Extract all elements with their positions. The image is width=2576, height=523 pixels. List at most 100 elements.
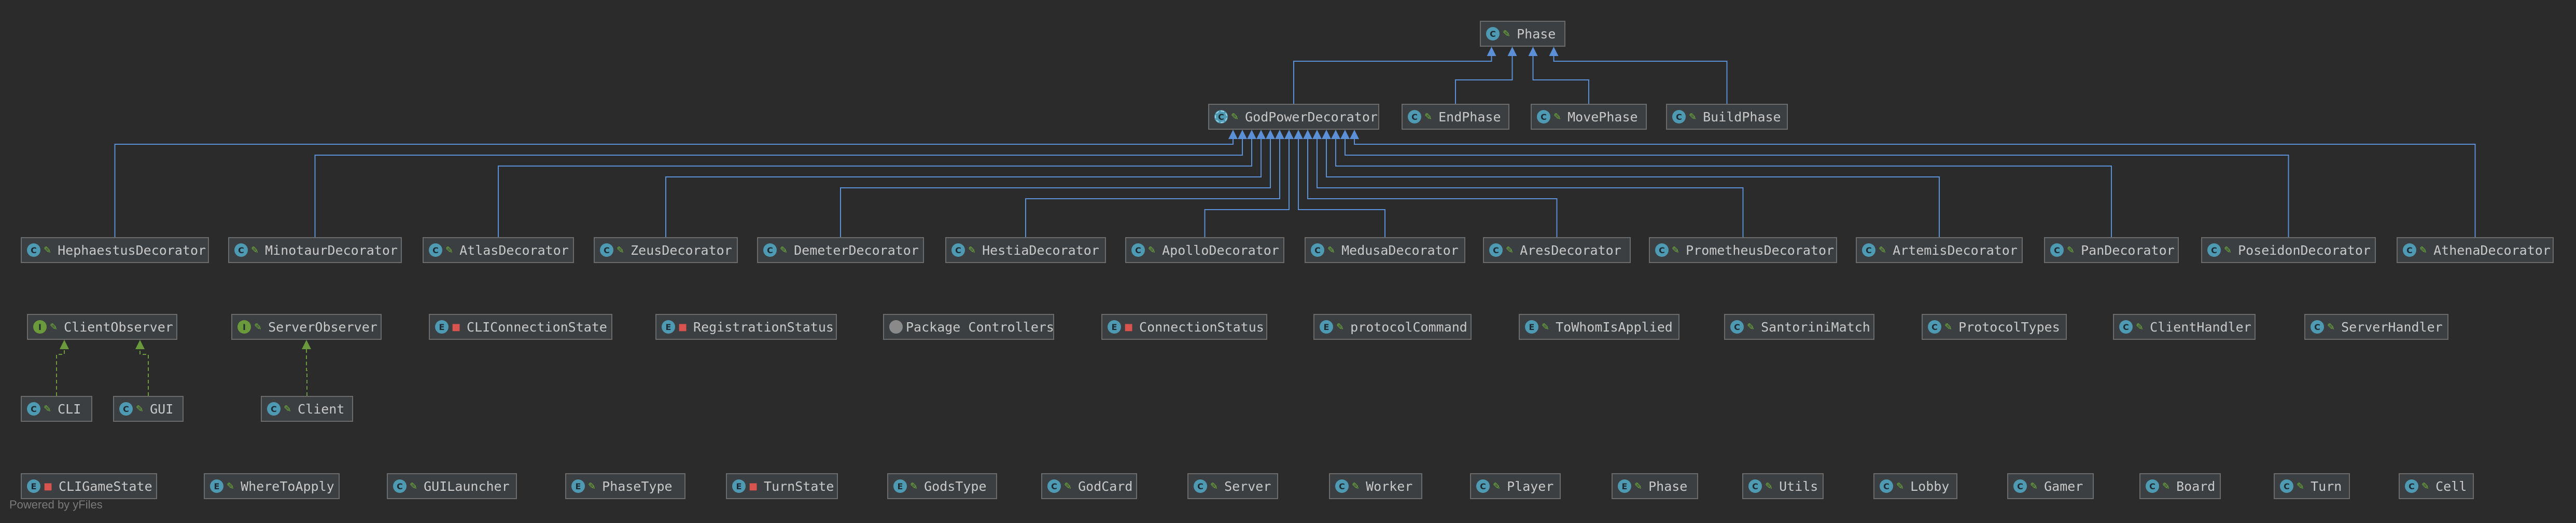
class-node-artemisdecorator[interactable]: C✎ArtemisDecorator [1856,237,2023,263]
class-node-aresdecorator[interactable]: C✎AresDecorator [1483,237,1631,263]
class-node-minotaurdecorator[interactable]: C✎MinotaurDecorator [228,237,402,263]
inheritance-arrowhead-icon [1228,130,1238,139]
footer-watermark: Powered by yFiles [9,498,103,511]
public-visibility-icon: ✎ [1689,111,1697,122]
class-node-pandecorator[interactable]: C✎PanDecorator [2044,237,2179,263]
class-node-label: protocolCommand [1350,319,1467,335]
class-node-protocoltypes[interactable]: C✎ProtocolTypes [1922,314,2067,340]
class-node-client[interactable]: C✎Client [261,396,353,422]
class-node-athenadecorator[interactable]: C✎AthenaDecorator [2397,237,2554,263]
enum-kind-icon: E [662,320,675,334]
class-node-registrationstatus[interactable]: E■RegistrationStatus [655,314,837,340]
class-node-label: EndPhase [1438,109,1501,125]
class-node-utils[interactable]: C✎Utils [1742,473,1824,499]
class-kind-icon: C [600,243,613,257]
class-kind-icon: C [951,243,965,257]
inheritance-arrowhead-icon [1266,130,1275,139]
inheritance-arrowhead-icon [1549,47,1559,56]
class-node-buildphase[interactable]: C✎BuildPhase [1666,104,1788,130]
inheritance-arrowhead-icon [1507,47,1517,56]
class-node-hephaestusdecorator[interactable]: C✎HephaestusDecorator [21,237,209,263]
class-node-godcard[interactable]: C✎GodCard [1041,473,1137,499]
public-visibility-icon: ✎ [44,244,52,256]
class-node-turnstate[interactable]: E■TurnState [726,473,838,499]
private-visibility-icon: ■ [1124,321,1133,333]
class-node-phase-top[interactable]: C✎Phase [1480,21,1565,47]
class-node-lobby[interactable]: C✎Lobby [1873,473,1957,499]
inheritance-arrowhead-icon [1238,130,1247,139]
public-visibility-icon: ✎ [50,321,58,333]
class-node-label: PanDecorator [2081,242,2175,258]
class-node-label: PoseidonDecorator [2238,242,2371,258]
enum-kind-icon: E [1525,320,1538,334]
class-node-poseidondecorator[interactable]: C✎PoseidonDecorator [2201,237,2376,263]
class-node-label: ApolloDecorator [1162,242,1279,258]
class-node-cliconnectionstate[interactable]: E■CLIConnectionState [429,314,612,340]
class-node-cell[interactable]: C✎Cell [2399,473,2474,499]
class-node-prometheusdecorator[interactable]: C✎PrometheusDecorator [1649,237,1837,263]
class-node-zeusdecorator[interactable]: C✎ZeusDecorator [594,237,738,263]
class-kind-icon: C [1311,243,1324,257]
class-node-clientobserver[interactable]: I✎ClientObserver [27,314,177,340]
class-node-label: HestiaDecorator [982,242,1099,258]
public-visibility-icon: ✎ [1352,480,1360,492]
class-node-santorinimatch[interactable]: C✎SantoriniMatch [1724,314,1874,340]
realization-arrowhead-icon [302,340,311,349]
class-node-wheretoapply[interactable]: E✎WhereToApply [204,473,340,499]
edge-medusadecorator-to-godpowerdecorator [1298,139,1385,237]
class-node-medusadecorator[interactable]: C✎MedusaDecorator [1305,237,1465,263]
public-visibility-icon: ✎ [1879,244,1887,256]
public-visibility-icon: ✎ [2297,480,2305,492]
class-node-cli[interactable]: C✎CLI [21,396,92,422]
class-node-turn[interactable]: C ✎ Turn [2274,473,2350,499]
private-visibility-icon: ■ [678,321,688,333]
class-node-label: MinotaurDecorator [265,242,398,258]
class-node-phase-bottom[interactable]: E✎Phase [1612,473,1698,499]
public-visibility-icon: ✎ [1424,111,1433,122]
class-node-godstype[interactable]: E✎GodsType [887,473,997,499]
class-node-towhomisapplied[interactable]: E✎ToWhomIsApplied [1519,314,1679,340]
class-node-label: AtlasDecorator [459,242,569,258]
class-node-clienthandler[interactable]: C✎ClientHandler [2113,314,2256,340]
class-node-apollodecorator[interactable]: C✎ApolloDecorator [1125,237,1284,263]
class-node-hestiadecorator[interactable]: C✎ HestiaDecorator [945,237,1106,263]
class-node-server[interactable]: C✎Server [1187,473,1278,499]
class-kind-icon: C [1880,479,1893,493]
class-node-guilauncher[interactable]: C✎GUILauncher [387,473,517,499]
class-node-godpowerdecorator[interactable]: C✎GodPowerDecorator [1208,104,1379,130]
class-node-label: CLIConnectionState [467,319,607,335]
class-node-gui[interactable]: C✎GUI [113,396,184,422]
public-visibility-icon: ✎ [445,244,454,256]
edge-poseidondecorator-to-godpowerdecorator [1345,139,2289,237]
class-node-atlasdecorator[interactable]: C✎AtlasDecorator [423,237,574,263]
class-node-player[interactable]: C✎Player [1470,473,1561,499]
class-node-label: TurnState [764,478,834,494]
class-kind-icon: C [2280,479,2293,493]
class-node-phasetype[interactable]: E✎PhaseType [565,473,685,499]
class-node-gamer[interactable]: C✎Gamer [2007,473,2094,499]
class-node-label: Client [298,401,345,417]
class-node-demeterdecorator[interactable]: C✎DemeterDecorator [757,237,924,263]
class-node-board[interactable]: C✎Board [2139,473,2221,499]
class-node-label: GodsType [924,478,987,494]
enum-kind-icon: E [732,479,746,493]
class-node-label: Cell [2435,478,2467,494]
public-visibility-icon: ✎ [968,244,976,256]
class-node-cligamestate[interactable]: E■CLIGameState [21,473,157,499]
public-visibility-icon: ✎ [1542,321,1550,333]
class-node-endphase[interactable]: C✎EndPhase [1402,104,1509,130]
class-node-label: Turn [2311,478,2342,494]
edge-cli-to-clientobserver [56,349,65,396]
edge-minotaurdecorator-to-godpowerdecorator [314,139,1243,237]
class-kind-icon: C [1335,479,1349,493]
class-node-serverhandler[interactable]: C✎ServerHandler [2304,314,2448,340]
edge-zeusdecorator-to-godpowerdecorator [665,139,1262,237]
class-node-connectionstatus[interactable]: E■ConnectionStatus [1101,314,1267,340]
class-node-movephase[interactable]: C✎MovePhase [1531,104,1647,130]
class-node-serverobserver[interactable]: I✎ServerObserver [231,314,382,340]
class-node-worker[interactable]: C✎Worker [1329,473,1422,499]
class-node-protocolcommand[interactable]: E✎protocolCommand [1313,314,1472,340]
public-visibility-icon: ✎ [617,244,625,256]
class-node-packagecontrollers[interactable]: Package Controllers [883,314,1054,340]
